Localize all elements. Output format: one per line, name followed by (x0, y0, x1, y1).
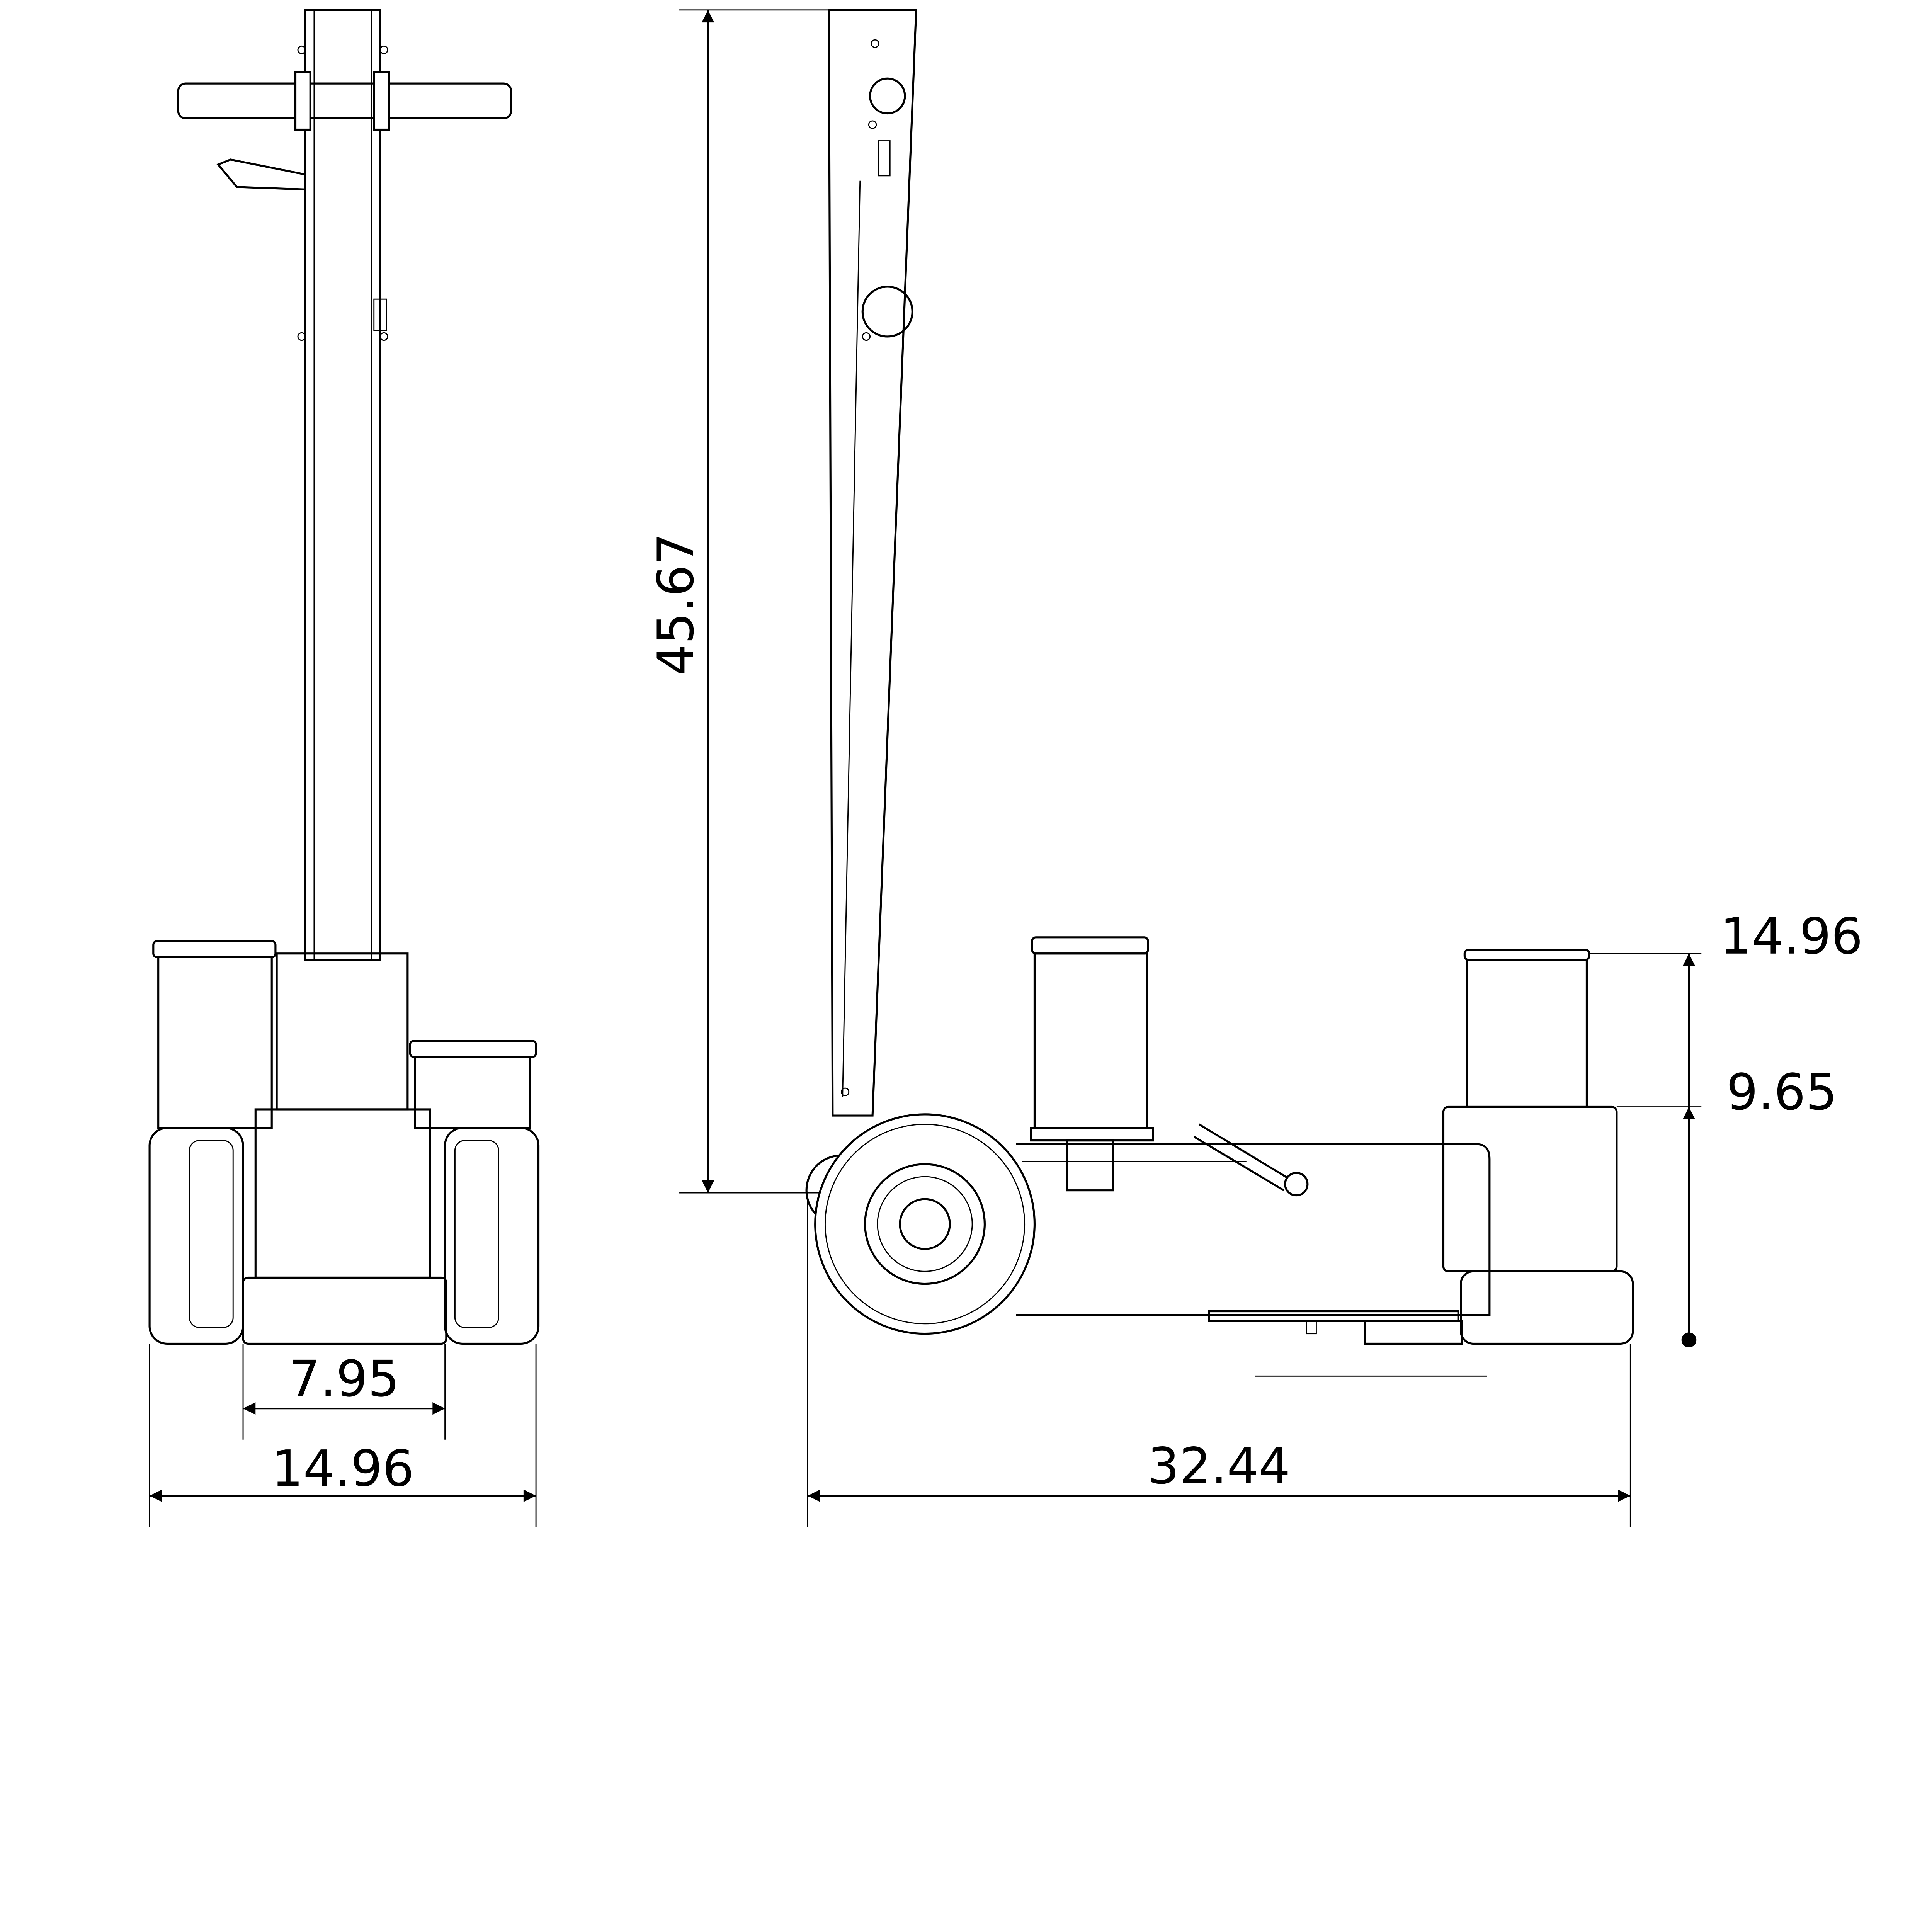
dim-label-inner-width: 7.95 (289, 1350, 400, 1408)
right-lift-cylinder (409, 1039, 537, 1129)
dim-label-overall-width: 14.96 (271, 1440, 414, 1498)
handle-column (304, 9, 381, 961)
side-view: 45.67 (647, 9, 1863, 1527)
main-wheel (814, 1113, 1036, 1335)
release-lever (216, 158, 306, 190)
dim-label-overall-height: 45.67 (647, 533, 705, 676)
datum-dot (1681, 1332, 1697, 1348)
center-body (242, 952, 447, 1345)
air-valve-lever (1193, 1123, 1309, 1197)
left-lift-cylinder (152, 940, 277, 1129)
dim-label-overall-length: 32.44 (1148, 1437, 1290, 1495)
frame (1016, 1143, 1491, 1316)
front-view: 7.95 14.96 (148, 9, 540, 1527)
dim-label-max-height: 14.96 (1720, 908, 1863, 966)
crossbar-handle (177, 82, 512, 120)
right-wheel (444, 1127, 540, 1345)
left-wheel (148, 1127, 244, 1345)
handle-side (828, 9, 917, 1117)
saddle-cylinder-rear (1442, 949, 1634, 1345)
saddle-cylinder-front (1030, 936, 1154, 1192)
dim-label-min-height: 9.65 (1726, 1063, 1837, 1121)
